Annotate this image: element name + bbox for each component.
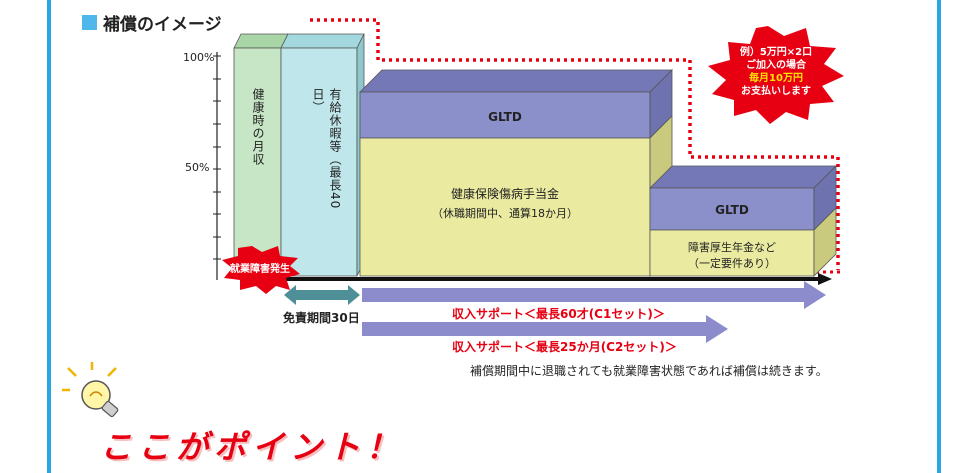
- support-label-2: 収入サポート＜最長25か月(C2セット)＞: [452, 339, 677, 354]
- disability-pension-note: （一定要件あり）: [688, 256, 776, 270]
- support-arrow-2: [362, 315, 728, 343]
- coverage-note: 補償期間中に退職されても就業障害状態であれば補償は続きます。: [470, 364, 828, 378]
- point-title: ここがポイント！: [100, 428, 405, 466]
- paid-leave-label: 有給休暇等（最長40日）: [311, 88, 342, 210]
- gltd-label-1: GLTD: [488, 110, 522, 124]
- disability-pension-label: 障害厚生年金など: [688, 240, 776, 254]
- support-label-1: 収入サポート＜最長60才(C1セット)＞: [452, 306, 665, 321]
- right-frame-border: [937, 0, 941, 473]
- sickness-allowance-label: 健康保険傷病手当金: [451, 186, 559, 201]
- example-line-3: 毎月10万円: [749, 71, 803, 84]
- example-line-4: お支払いします: [741, 84, 811, 97]
- example-burst-badge: 例）5万円×2口 ご加入の場合 毎月10万円 お支払いします: [708, 26, 844, 124]
- healthy-income-label: 健康時の月収: [251, 88, 265, 166]
- support-arrow-1: [362, 281, 826, 309]
- example-line-2: ご加入の場合: [746, 58, 807, 71]
- heading-text: 補償のイメージ: [103, 15, 222, 35]
- section-heading: 補償のイメージ: [82, 10, 222, 35]
- heading-square-icon: [82, 15, 97, 30]
- exemption-label: 免責期間30日: [283, 310, 360, 325]
- timeline-arrow: [240, 273, 832, 285]
- bar-gltd-pension: [649, 165, 837, 277]
- red-dotted-outline: [310, 18, 840, 270]
- y-axis: 100% 50%: [183, 51, 221, 280]
- gltd-label-2: GLTD: [715, 203, 749, 217]
- bar-gltd-sickness: [359, 69, 673, 277]
- example-line-1: 例）5万円×2口: [740, 45, 812, 58]
- exemption-arrow: [284, 285, 360, 305]
- lightbulb-icon: [62, 362, 119, 418]
- y-label-50: 50%: [185, 161, 209, 174]
- event-burst-badge: 就業障害発生: [222, 246, 300, 294]
- left-frame-border: [47, 0, 51, 473]
- event-label: 就業障害発生: [230, 262, 290, 275]
- sickness-allowance-note: （休職期間中、通算18か月）: [432, 206, 578, 220]
- y-label-100: 100%: [183, 51, 214, 64]
